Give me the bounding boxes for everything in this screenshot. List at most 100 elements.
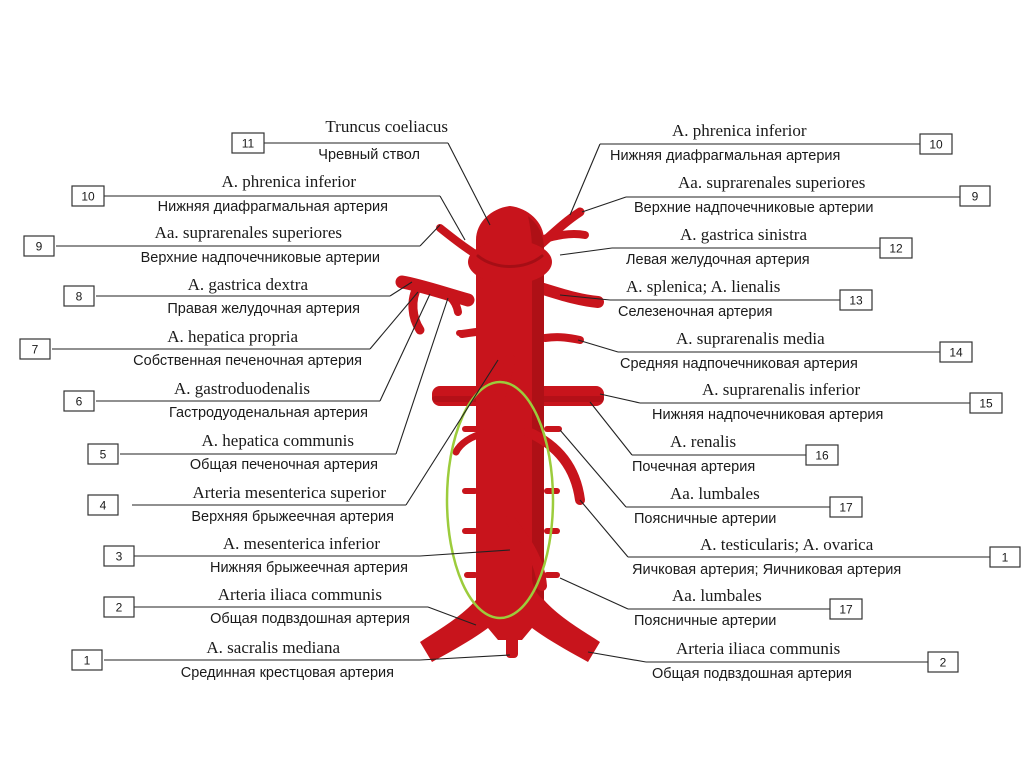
label-number: 1 [1002, 551, 1009, 565]
label-number: 3 [116, 550, 123, 564]
russian-name: Общая печеночная артерия [190, 457, 378, 473]
gastric-sinistra-branch [536, 229, 589, 244]
abdominal-aorta [420, 206, 600, 662]
russian-name: Поясничные артерии [634, 613, 776, 629]
russian-name: Нижняя брыжеечная артерия [210, 560, 408, 576]
latin-name: A. splenica; A. lienalis [626, 277, 780, 296]
latin-name: A. phrenica inferior [221, 172, 356, 191]
russian-name: Средняя надпочечниковая артерия [620, 356, 858, 372]
latin-name: A. testicularis; A. ovarica [700, 535, 874, 554]
label-number: 6 [76, 395, 83, 409]
label-number: 8 [76, 290, 83, 304]
latin-name: A. phrenica inferior [672, 121, 807, 140]
russian-name: Верхние надпочечниковые артерии [634, 200, 873, 216]
number-box [939, 341, 973, 363]
label-number: 5 [100, 448, 107, 462]
number-box [839, 289, 873, 311]
number-box [87, 494, 119, 516]
hepatic-propria-branch [408, 281, 425, 335]
leader-lines [52, 142, 990, 663]
russian-name: Правая желудочная артерия [167, 301, 360, 317]
latin-name: A. mesenterica inferior [223, 534, 381, 553]
russian-name: Нижняя диафрагмальная артерия [158, 199, 388, 215]
number-box [829, 598, 863, 620]
label-number: 2 [940, 656, 947, 670]
number-box [87, 443, 119, 465]
number-box [71, 185, 105, 207]
latin-name: Arteria iliaca communis [218, 585, 382, 604]
russian-name: Общая подвздошная артерия [210, 611, 410, 627]
label-number: 9 [972, 190, 979, 204]
russian-name: Почечная артерия [632, 459, 755, 475]
latin-name: Aa. suprarenales superiores [678, 173, 865, 192]
number-box [19, 338, 51, 360]
median-sacral-artery [506, 636, 518, 658]
number-box [805, 444, 839, 466]
russian-name: Поясничные артерии [634, 511, 776, 527]
number-box [63, 390, 95, 412]
latin-name: Arteria iliaca communis [676, 639, 840, 658]
number-box [103, 545, 135, 567]
label-number: 15 [979, 397, 993, 411]
label-number: 1 [84, 654, 91, 668]
russian-name: Общая подвздошная артерия [652, 666, 852, 682]
number-box [829, 496, 863, 518]
number-box [927, 651, 959, 673]
label-number: 17 [839, 501, 853, 515]
russian-name: Срединная крестцовая артерия [181, 665, 394, 681]
label-number: 10 [929, 138, 943, 152]
label-number: 7 [32, 343, 39, 357]
number-box [919, 133, 953, 155]
latin-name: A. suprarenalis inferior [702, 380, 860, 399]
latin-name: A. sacralis mediana [206, 638, 340, 657]
number-box [23, 235, 55, 257]
label-number: 12 [889, 242, 903, 256]
label-number: 17 [839, 603, 853, 617]
russian-name: Верхние надпочечниковые артерии [141, 250, 380, 266]
russian-name: Левая желудочная артерия [626, 252, 810, 268]
highlight-ellipse [445, 380, 555, 620]
russian-name: Нижняя надпочечниковая артерия [652, 407, 883, 423]
russian-name: Нижняя диафрагмальная артерия [610, 148, 840, 164]
russian-name: Гастродуоденальная артерия [169, 405, 368, 421]
russian-name: Яичковая артерия; Яичниковая артерия [632, 562, 901, 578]
inf-mesenteric-branch [505, 515, 547, 591]
latin-name: A. hepatica communis [202, 431, 355, 450]
label-number: 14 [949, 346, 963, 360]
number-box [879, 237, 913, 259]
sup-mesenteric-branch [490, 354, 516, 416]
suprarenal-media-right [541, 333, 584, 344]
russian-name: Чревный ствол [318, 147, 420, 163]
label-number: 13 [849, 294, 863, 308]
number-box [989, 546, 1021, 568]
russian-name: Селезеночная артерия [618, 304, 772, 320]
latin-name: A. hepatica propria [167, 327, 298, 346]
latin-name: A. gastroduodenalis [174, 379, 310, 398]
label-number: 16 [815, 449, 829, 463]
latin-name: Aa. suprarenales superiores [155, 223, 342, 242]
gastroduodenal-branch [428, 286, 462, 316]
latin-name: Aa. lumbales [672, 586, 762, 605]
number-box [969, 392, 1003, 414]
label-number: 4 [100, 499, 107, 513]
russian-name: Верхняя брыжеечная артерия [191, 509, 394, 525]
